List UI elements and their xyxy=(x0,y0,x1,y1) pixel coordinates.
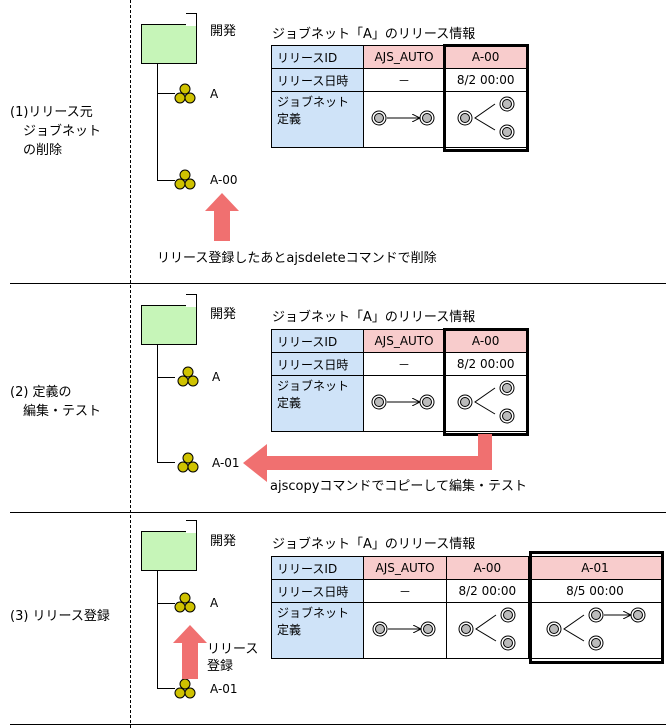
tree-line xyxy=(157,344,158,463)
row-header: リリース日時 xyxy=(271,68,364,92)
release-table: リリースID AJS_AUTO A-00 リリース日時 － 8/2 00:00 … xyxy=(271,329,527,432)
jobnet-label: A xyxy=(212,370,221,384)
jobnet-icon xyxy=(177,366,199,387)
release-date-cell: 8/2 00:00 xyxy=(444,352,527,376)
flow-diagram xyxy=(371,394,435,410)
row-header: リリース日時 xyxy=(270,579,365,603)
folder-icon xyxy=(141,305,197,345)
definition-cell xyxy=(362,91,446,148)
tree-line xyxy=(157,63,158,181)
section-divider xyxy=(10,512,666,513)
jobnet-label: A-01 xyxy=(210,682,238,696)
row-header: リリース日時 xyxy=(271,352,364,376)
release-date-cell: 8/2 00:00 xyxy=(444,68,527,92)
row-header: リリースID xyxy=(270,556,365,580)
release-date-cell: － xyxy=(363,579,447,603)
definition-cell xyxy=(362,375,446,432)
up-arrow xyxy=(205,193,239,241)
folder-icon xyxy=(141,24,197,64)
jobnet-icon xyxy=(177,452,199,473)
flow-diagram xyxy=(371,110,435,126)
release-table: リリースID AJS_AUTO A-00 リリース日時 － 8/2 00:00 … xyxy=(271,45,527,148)
folder-tab xyxy=(186,13,197,26)
step-label: (3) リリース登録 xyxy=(10,609,110,624)
flow-diagram xyxy=(546,607,646,651)
tree-line xyxy=(157,377,175,378)
table-title: ジョブネット「A」のリリース情報 xyxy=(272,27,476,42)
release-id-cell: A-00 xyxy=(444,45,527,69)
table-title: ジョブネット「A」のリリース情報 xyxy=(272,537,476,552)
vertical-divider xyxy=(130,0,131,728)
folder-label: 開発 xyxy=(210,24,237,39)
flow-diagram xyxy=(457,96,515,140)
folder-tab xyxy=(186,520,197,533)
folder-tab xyxy=(186,294,197,307)
release-id-cell: A-00 xyxy=(444,329,527,353)
caption: ajscopyコマンドでコピーして編集・テスト xyxy=(270,479,528,494)
step-label: (1)リリース元 ジョブネット の削除 xyxy=(10,105,102,158)
jobnet-label: A xyxy=(210,87,219,101)
folder-label: 開発 xyxy=(210,534,237,549)
tree-line xyxy=(157,462,175,463)
up-arrow xyxy=(173,625,207,679)
row-header: ジョブネット 定義 xyxy=(271,375,364,432)
release-table: リリースID AJS_AUTO A-00 A-01 リリース日時 － 8/2 0… xyxy=(270,556,663,659)
section-divider xyxy=(10,283,666,284)
step-label: (2) 定義の 編集・テスト xyxy=(10,385,102,419)
release-id-cell: A-00 xyxy=(445,556,529,580)
jobnet-label: A-01 xyxy=(212,456,240,470)
jobnet-icon xyxy=(174,678,196,699)
jobnet-icon xyxy=(174,592,196,613)
row-header: リリースID xyxy=(271,329,364,353)
jobnet-icon xyxy=(174,83,196,104)
copy-arrow xyxy=(243,434,492,482)
jobnet-label: A xyxy=(210,596,219,610)
definition-cell xyxy=(444,375,527,432)
tree-line xyxy=(157,688,175,689)
definition-cell xyxy=(527,602,663,659)
definition-cell xyxy=(363,602,447,659)
table-title: ジョブネット「A」のリリース情報 xyxy=(272,310,476,325)
release-date-cell: － xyxy=(362,68,446,92)
jobnet-label: A-00 xyxy=(210,173,238,187)
caption: リリース 登録 xyxy=(207,642,259,674)
tree-line xyxy=(157,603,175,604)
flow-diagram xyxy=(457,380,515,424)
folder-label: 開発 xyxy=(210,307,237,322)
row-header: リリースID xyxy=(271,45,364,69)
release-date-cell: 8/5 00:00 xyxy=(527,579,663,603)
release-id-cell: AJS_AUTO xyxy=(362,329,446,353)
release-date-cell: － xyxy=(362,352,446,376)
flow-diagram xyxy=(458,607,516,651)
release-id-cell: A-01 xyxy=(527,556,663,580)
row-header: ジョブネット 定義 xyxy=(271,91,364,148)
release-date-cell: 8/2 00:00 xyxy=(445,579,529,603)
caption: リリース登録したあとajsdeleteコマンドで削除 xyxy=(157,251,437,266)
release-id-cell: AJS_AUTO xyxy=(362,45,446,69)
section-divider xyxy=(10,724,666,725)
tree-line xyxy=(157,570,158,689)
definition-cell xyxy=(445,602,529,659)
tree-line xyxy=(157,180,175,181)
definition-cell xyxy=(444,91,527,148)
folder-icon xyxy=(141,531,197,571)
tree-line xyxy=(157,93,175,94)
row-header: ジョブネット 定義 xyxy=(270,602,365,659)
jobnet-icon xyxy=(174,169,196,190)
flow-diagram xyxy=(372,621,436,637)
release-id-cell: AJS_AUTO xyxy=(363,556,447,580)
